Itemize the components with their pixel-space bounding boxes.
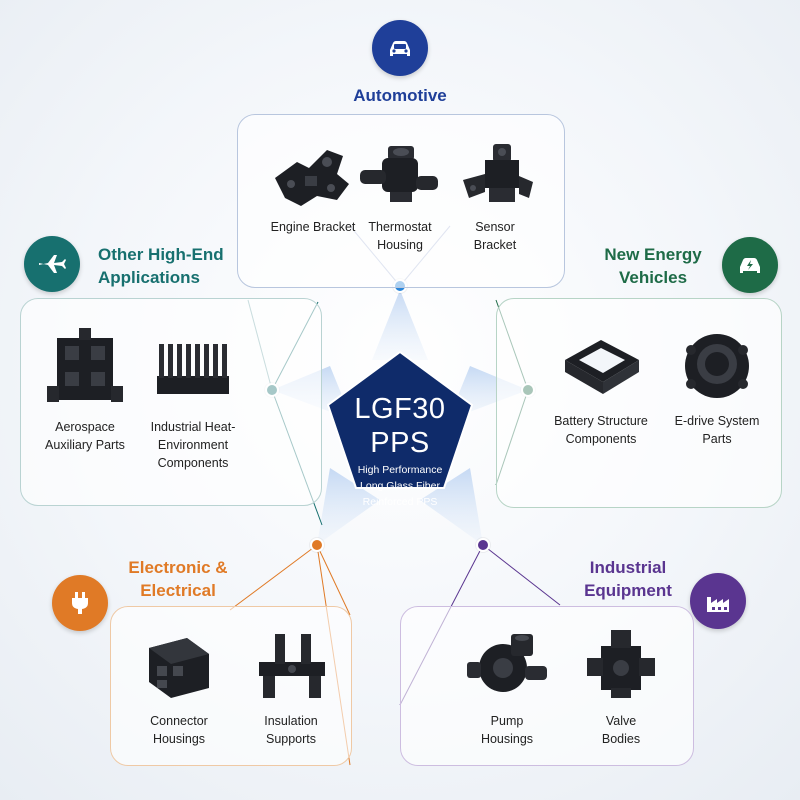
electronic-node xyxy=(310,538,324,552)
part-thermostat-housing: Thermostat Housing xyxy=(345,140,455,254)
part-e-drive-system: E-drive System Parts xyxy=(662,326,772,448)
plug-icon xyxy=(52,575,108,631)
aerospace-part-icon xyxy=(47,328,123,402)
sensor-bracket-icon xyxy=(463,144,533,202)
industrial-equipment-title: Industrial Equipment xyxy=(584,558,672,600)
part-pump-housings: Pump Housings xyxy=(452,626,562,748)
material-subtitle: High Performance Long Glass Fiber Reinfo… xyxy=(357,464,443,508)
heatsink-icon xyxy=(157,344,229,394)
industrial-node xyxy=(476,538,490,552)
insulation-support-icon xyxy=(259,634,325,698)
part-aerospace-auxiliary: Aerospace Auxiliary Parts xyxy=(30,326,140,454)
industrial-equipment-card xyxy=(400,606,694,766)
electronic-electrical-title: Electronic & Electrical xyxy=(128,558,228,600)
valve-body-icon xyxy=(587,630,655,698)
part-insulation-supports: Insulation Supports xyxy=(236,626,346,748)
factory-icon xyxy=(690,573,746,629)
e-drive-housing-icon xyxy=(685,334,749,398)
connector-housing-icon xyxy=(149,638,209,698)
engine-bracket-icon xyxy=(275,150,349,206)
part-connector-housings: Connector Housings xyxy=(124,626,234,748)
other-applications-card xyxy=(20,298,322,506)
material-title: LGF30 PPS xyxy=(354,393,446,459)
part-industrial-heat-environment: Industrial Heat- Environment Components xyxy=(138,326,248,472)
new-energy-title: New Energy Vehicles xyxy=(604,245,702,287)
car-icon xyxy=(372,20,428,76)
electric-car-icon xyxy=(722,237,778,293)
thermostat-housing-icon xyxy=(360,146,438,202)
part-sensor-bracket: Sensor Bracket xyxy=(440,140,550,254)
other-applications-title: Other High-End Applications xyxy=(98,245,224,287)
part-engine-bracket: Engine Bracket xyxy=(258,140,368,236)
part-battery-structure: Battery Structure Components xyxy=(546,326,656,448)
part-valve-bodies: Valve Bodies xyxy=(566,626,676,748)
new-energy-card xyxy=(496,298,782,508)
automotive-title: Automotive xyxy=(353,86,447,105)
pump-housing-icon xyxy=(467,634,547,692)
battery-frame-icon xyxy=(565,340,639,394)
airplane-icon xyxy=(24,236,80,292)
center-pentagon xyxy=(326,350,474,489)
